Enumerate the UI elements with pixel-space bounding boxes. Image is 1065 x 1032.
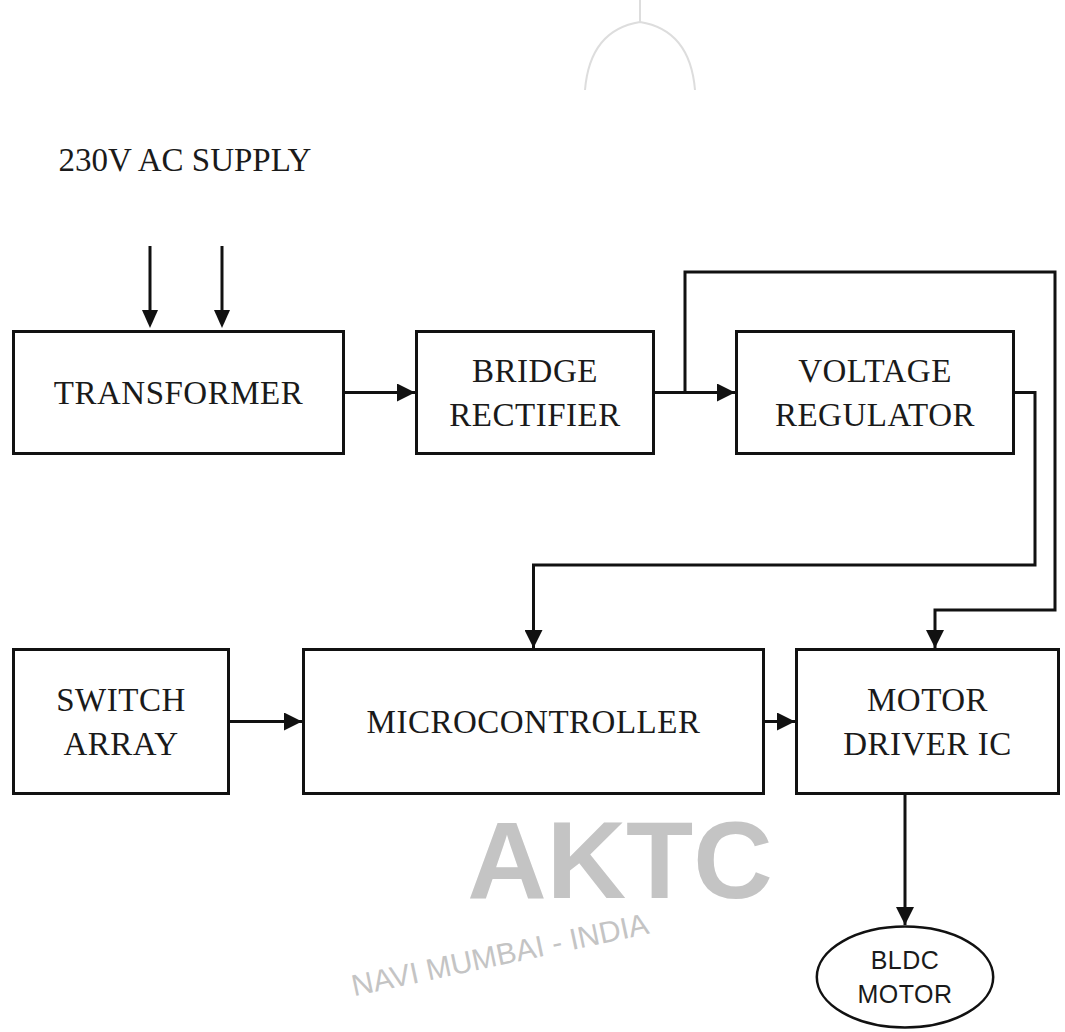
input-box: SWITCH ARRAY <box>12 648 230 795</box>
connector-arrow <box>765 720 795 723</box>
node-text: BRIDGE RECTIFIER <box>432 349 638 437</box>
supply-label: 230V AC SUPPLY <box>55 138 315 182</box>
watermark-text: AKTC <box>440 800 800 920</box>
connector-arrow <box>655 272 1055 648</box>
connector-arrow <box>230 720 302 723</box>
connector-arrow <box>904 795 907 925</box>
node-text: MICROCONTROLLER <box>367 700 701 744</box>
node-text: MOTOR DRIVER IC <box>812 678 1043 766</box>
node-text: VOLTAGE REGULATOR <box>752 349 998 437</box>
node-text: SWITCH ARRAY <box>29 678 213 766</box>
process-box: TRANSFORMER <box>12 330 345 455</box>
controller-box: MICROCONTROLLER <box>302 648 765 795</box>
ellipse-outline <box>815 925 995 1029</box>
supply-arrows <box>142 246 230 328</box>
process-box: BRIDGE RECTIFIER <box>415 330 655 455</box>
node-text: TRANSFORMER <box>54 371 303 415</box>
watermark-dome <box>585 0 695 90</box>
driver-box: MOTOR DRIVER IC <box>795 648 1060 795</box>
process-box: VOLTAGE REGULATOR <box>735 330 1015 455</box>
connector-arrow <box>345 391 415 394</box>
motor-ellipse: BLDC MOTOR <box>815 925 995 1029</box>
node-text: BLDC MOTOR <box>849 943 961 1011</box>
